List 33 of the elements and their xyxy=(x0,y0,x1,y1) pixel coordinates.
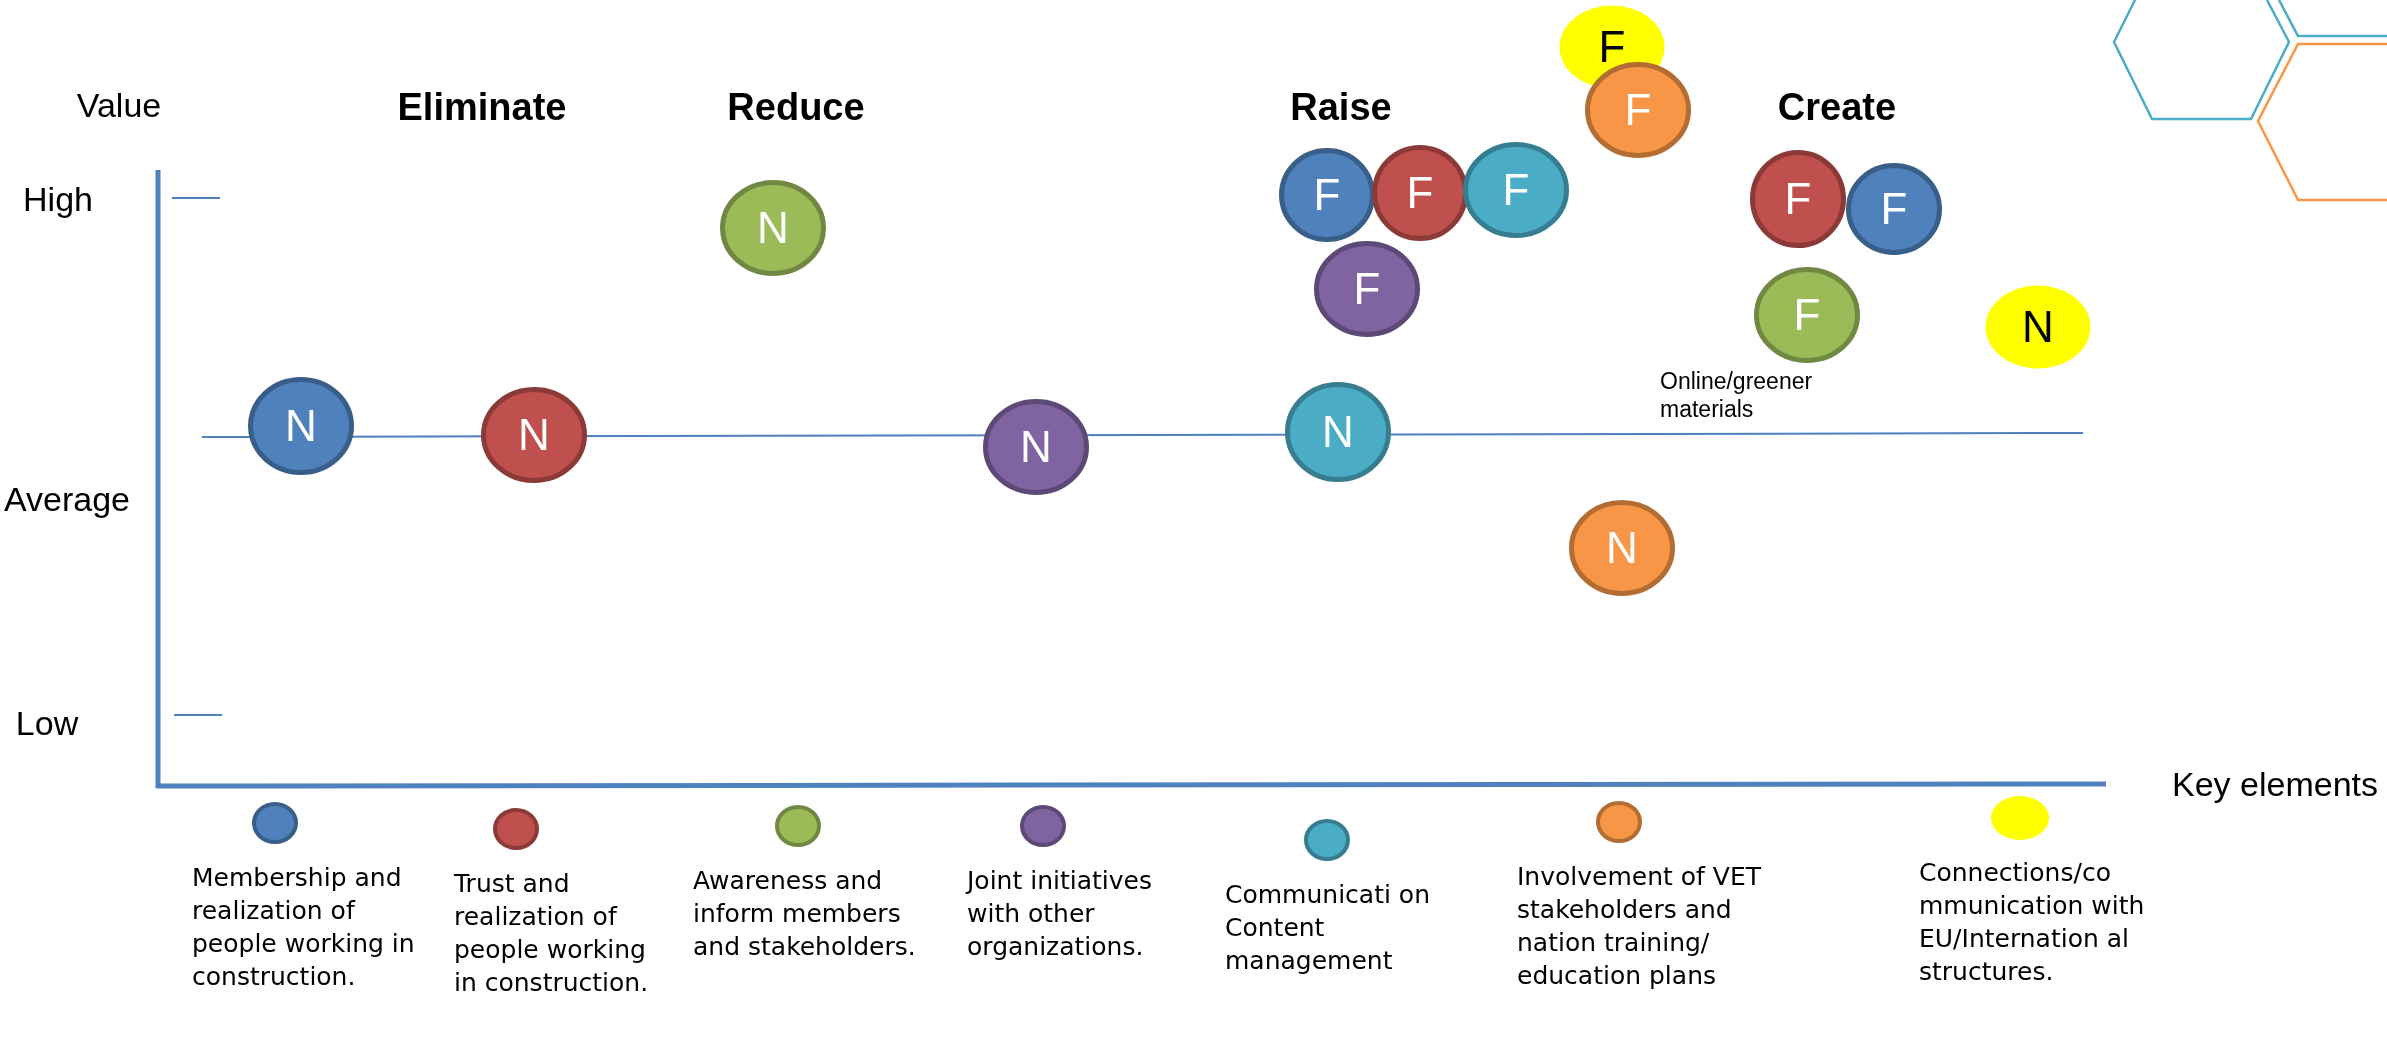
factor-letter: F xyxy=(1624,88,1652,132)
legend-text: Awareness and inform members and stakeholders. xyxy=(693,865,917,963)
factor-letter: F xyxy=(1313,173,1341,217)
factor-letter: F xyxy=(1406,171,1434,215)
factor-letter: N xyxy=(2022,305,2054,349)
factor-letter: F xyxy=(1784,177,1812,221)
factor-letter: F xyxy=(1353,267,1381,311)
column-heading: Reduce xyxy=(727,85,865,129)
column-heading: Create xyxy=(1777,85,1897,129)
axis-level: Average xyxy=(4,479,130,519)
legend-text: Trust and realization of people working in construction. xyxy=(454,868,650,999)
factor-letter: F xyxy=(1880,187,1908,231)
column-heading: Eliminate xyxy=(397,85,567,129)
legend-text: Involvement of VET stakeholders and nation training/ education plans xyxy=(1517,861,1762,992)
axis-level: Low xyxy=(15,703,79,743)
legend-text: Membership and realization of people working in construction. xyxy=(192,862,416,993)
factor-letter: N xyxy=(757,206,789,250)
factor-letter: N xyxy=(1322,410,1354,454)
factor-letter: N xyxy=(1020,425,1052,469)
legend-text: Communicati on Content management xyxy=(1225,879,1431,977)
factor-letter: N xyxy=(1606,526,1638,570)
axis-level: High xyxy=(23,179,93,219)
factor-letter: N xyxy=(518,413,550,457)
factor-letter: N xyxy=(285,404,317,448)
factor-letter: F xyxy=(1598,25,1626,69)
legend-text: Joint initiatives with other organizations. xyxy=(967,865,1153,963)
factor-letter: F xyxy=(1793,293,1821,337)
note: Online/greener materials xyxy=(1660,367,1814,423)
axis-title: Value xyxy=(76,85,162,125)
axis-title: Key elements xyxy=(2172,764,2378,804)
column-heading: Raise xyxy=(1290,85,1392,129)
legend-text: Connections/co mmunication with EU/Internation al structures. xyxy=(1919,857,2146,988)
factor-letter: F xyxy=(1502,168,1530,212)
